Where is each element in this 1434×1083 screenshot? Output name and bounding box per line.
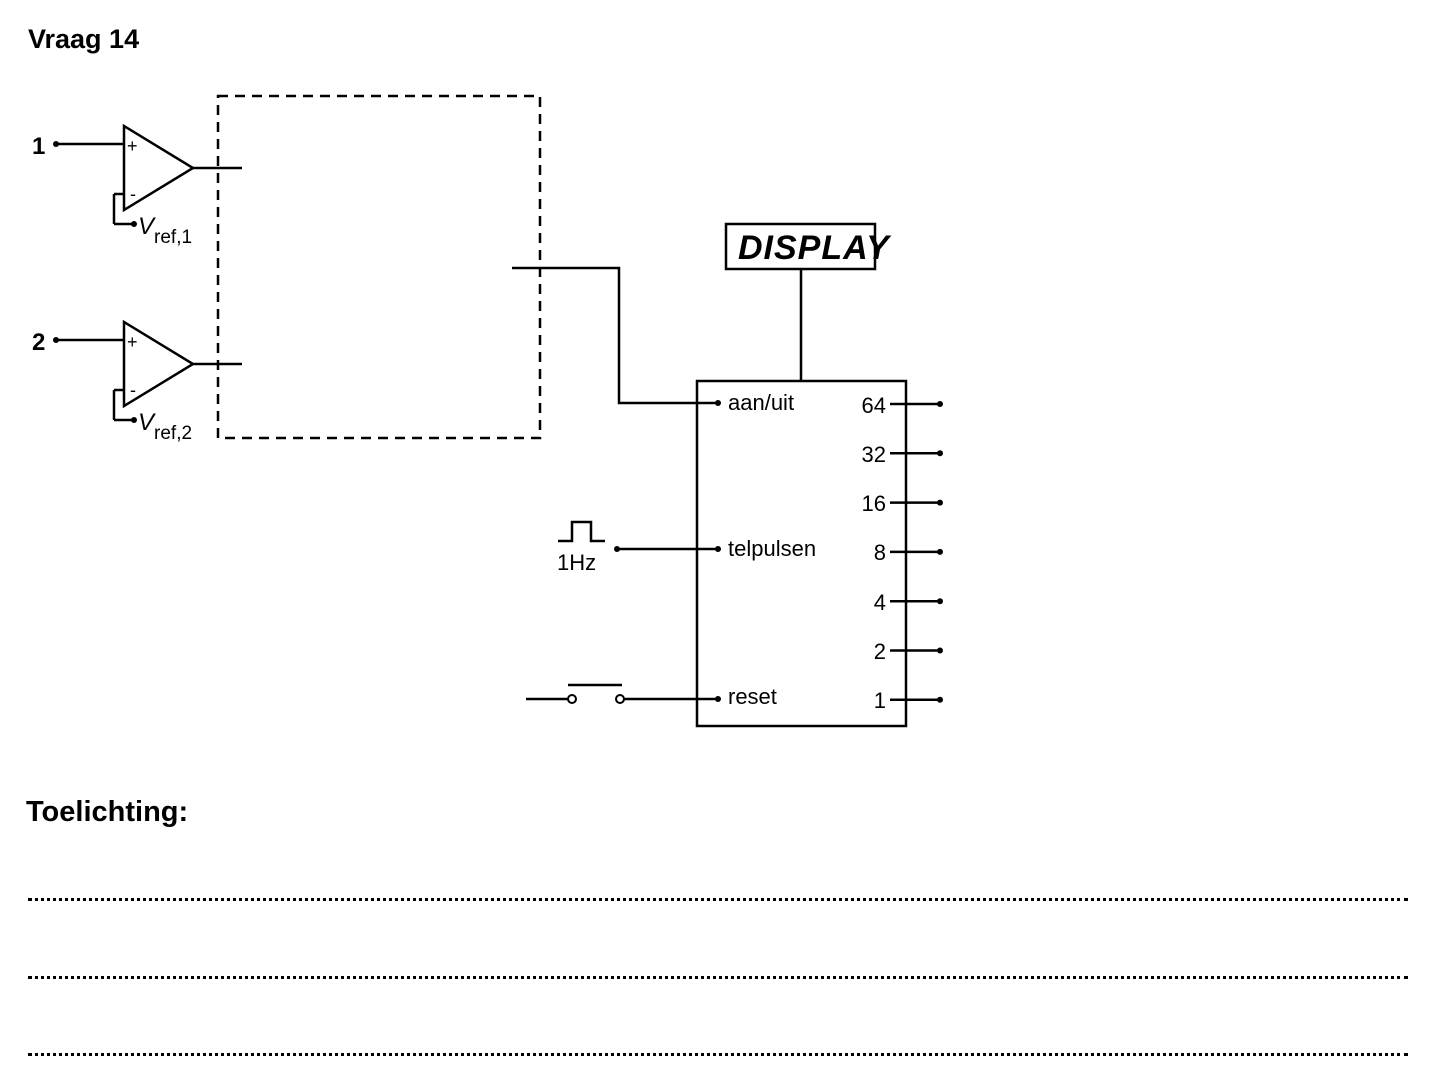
clock-label: 1Hz — [557, 550, 596, 575]
output-pin-dot — [937, 499, 943, 506]
switch-contact-left — [567, 694, 577, 704]
vref-1-label: Vref,1 — [138, 213, 192, 248]
switch-contact-right — [615, 694, 625, 704]
comparator-2-minus: - — [130, 380, 136, 400]
comparator-1-plus: + — [127, 136, 138, 156]
logic-output-wire — [512, 266, 718, 405]
answer-line[interactable] — [28, 898, 1408, 901]
vref-2-label: Vref,2 — [138, 409, 192, 444]
input-1-label: 1 — [32, 133, 45, 160]
output-1-label: 1 — [874, 688, 886, 713]
logic-box — [216, 94, 542, 440]
output-8-label: 8 — [874, 540, 886, 565]
circuit-diagram: 1 2 + - + - Vref,1 Vref,2 DISPLAY aan/ui… — [32, 94, 943, 728]
output-2-label: 2 — [874, 639, 886, 664]
output-pin-dot — [937, 450, 943, 457]
output-64-label: 64 — [862, 393, 886, 418]
pin-telpulsen-label: telpulsen — [728, 536, 816, 561]
question-title: Vraag 14 — [28, 24, 140, 54]
output-16-label: 16 — [862, 491, 886, 516]
output-pin-dot — [937, 598, 943, 605]
output-pin-dot — [937, 647, 943, 654]
output-pin-dot — [937, 548, 943, 555]
comparator-2-plus: + — [127, 332, 138, 352]
output-4-label: 4 — [874, 590, 886, 615]
comparator-2 — [122, 319, 196, 409]
display-label: DISPLAY — [738, 229, 892, 267]
pin-aan-uit-label: aan/uit — [728, 390, 794, 415]
output-pin-dot — [937, 401, 943, 407]
answer-line[interactable] — [28, 1053, 1408, 1056]
output-32-label: 32 — [862, 442, 886, 467]
answer-line[interactable] — [28, 976, 1408, 979]
pin-reset-label: reset — [728, 684, 777, 709]
comparator-1-minus: - — [130, 184, 136, 204]
input-2-label: 2 — [32, 329, 45, 356]
counter-block — [695, 379, 908, 728]
comparator-1 — [122, 123, 196, 213]
output-pin-dot — [937, 696, 943, 703]
pulse-icon — [558, 520, 605, 543]
explanation-title: Toelichting: — [26, 796, 189, 828]
